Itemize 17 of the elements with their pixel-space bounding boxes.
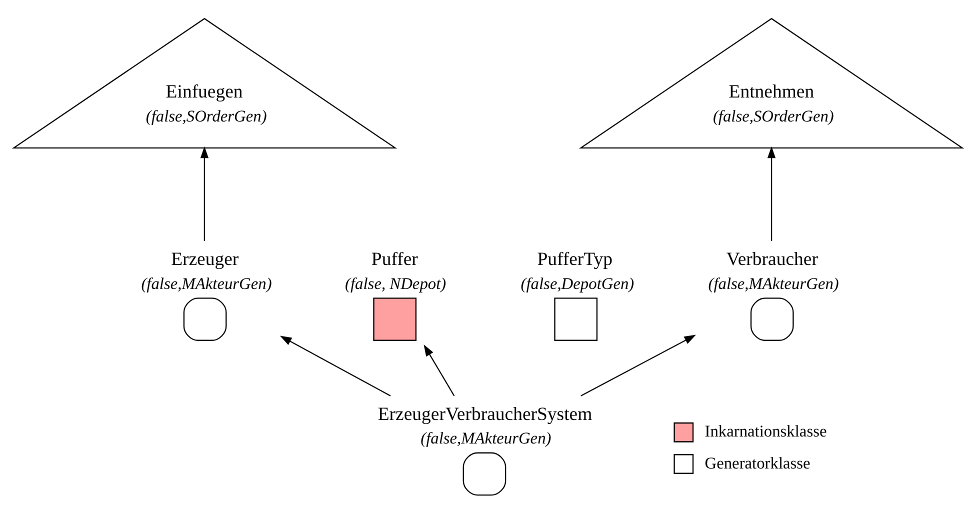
node-label: (false,MAkteurGen) (708, 274, 838, 294)
arrow (580, 334, 696, 396)
node-label: Puffer (370, 249, 418, 270)
arrow (766, 146, 776, 241)
node-label: (false,DepotGen) (520, 274, 634, 294)
legend-label: Generatorklasse (704, 453, 810, 472)
node-label: Verbraucher (726, 249, 818, 270)
arrow (279, 336, 390, 396)
node-label: (false,MAkteurGen) (140, 274, 272, 294)
arrow (200, 146, 208, 241)
node-label: Erzeuger (170, 249, 238, 270)
node-label: ErzeugerVerbraucherSystem (377, 404, 592, 425)
node-label: (false, NDepot) (344, 274, 446, 294)
node-label: PufferTyp (536, 249, 612, 270)
arrow (423, 344, 454, 396)
node-label: (false,MAkteurGen) (420, 428, 551, 448)
legend-label: Inkarnationsklasse (704, 422, 826, 441)
